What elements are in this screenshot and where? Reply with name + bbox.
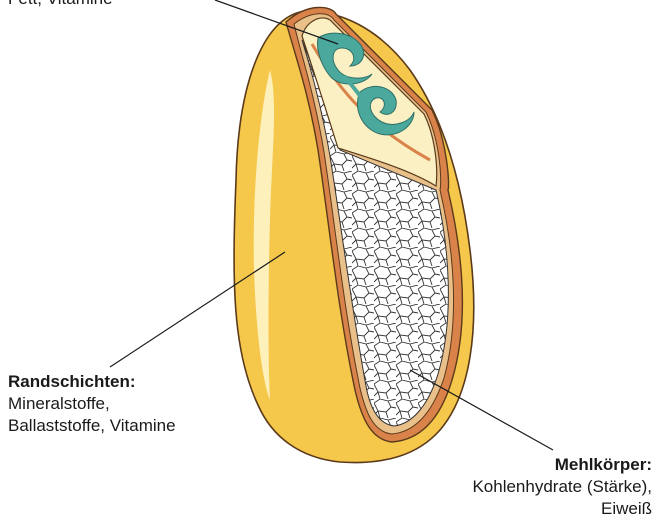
randschichten-heading: Randschichten: bbox=[8, 371, 176, 393]
randschichten-line2: Ballaststoffe, Vitamine bbox=[8, 415, 176, 437]
randschichten-line1: Mineralstoffe, bbox=[8, 393, 176, 415]
keimling-body: Fett, Vitamine bbox=[8, 0, 113, 10]
mehlkoerper-heading: Mehlkörper: bbox=[472, 454, 652, 476]
mehlkoerper-line2: Eiweiß bbox=[472, 498, 652, 520]
mehlkoerper-line1: Kohlenhydrate (Stärke), bbox=[472, 476, 652, 498]
label-randschichten: Randschichten: Mineralstoffe, Ballaststo… bbox=[8, 371, 176, 437]
label-mehlkoerper: Mehlkörper: Kohlenhydrate (Stärke), Eiwe… bbox=[472, 454, 652, 520]
label-keimling: Fett, Vitamine bbox=[8, 0, 113, 10]
